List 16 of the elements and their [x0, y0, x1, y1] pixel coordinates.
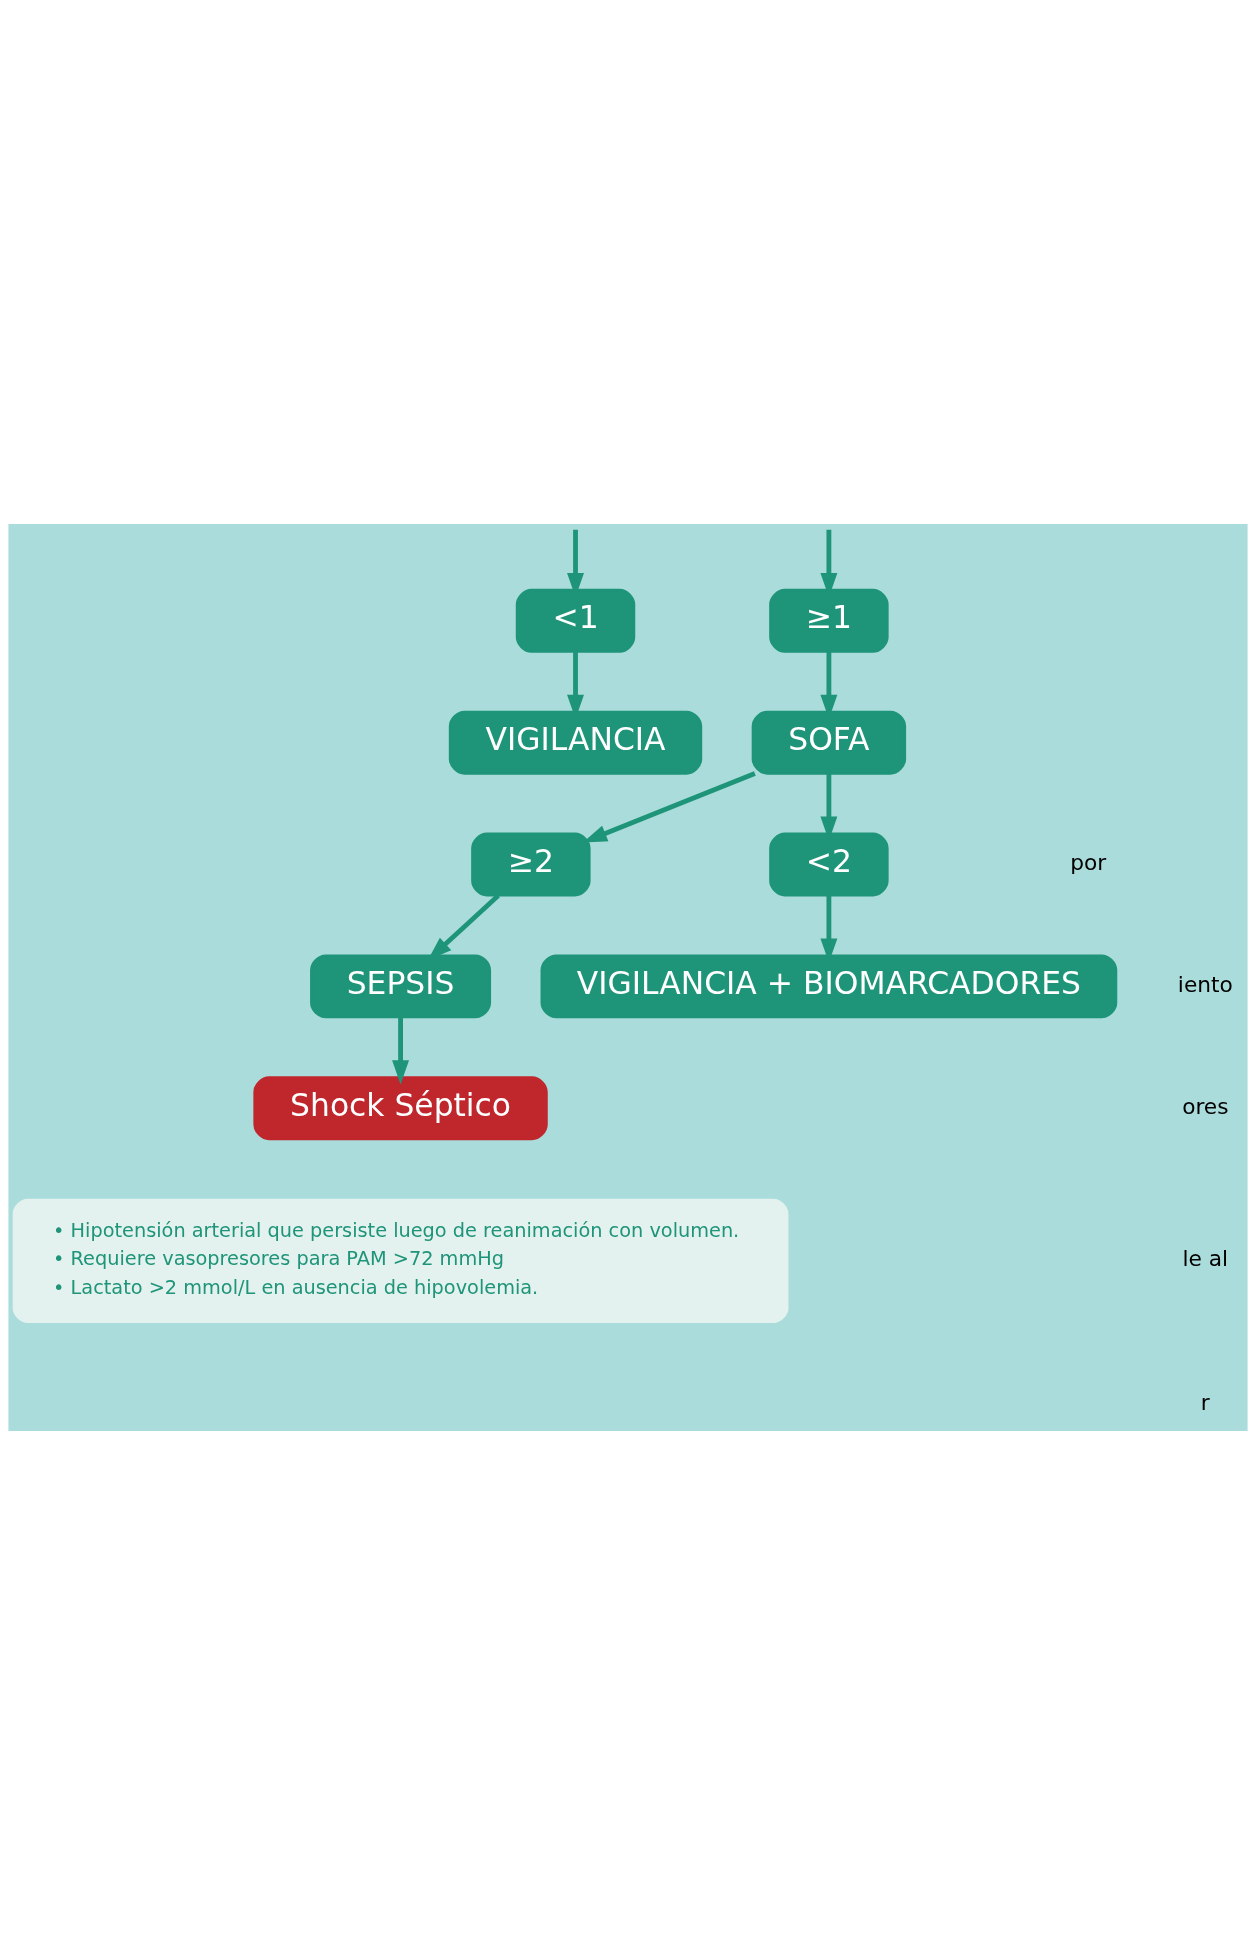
node-box: Shock Séptico — [253, 1075, 548, 1140]
node-box: SOFA — [751, 710, 907, 775]
node-box: <2 — [769, 832, 889, 896]
node-box: ≥1 — [769, 588, 889, 653]
arrow — [392, 1016, 410, 1084]
label: por — [1070, 849, 1107, 875]
label: ores — [1182, 1093, 1229, 1119]
label: le al — [1182, 1245, 1229, 1271]
node-box: <1 — [515, 588, 636, 653]
node-box: ≥2 — [471, 832, 591, 896]
node-box: VIGILANCIA + BIOMARCADORES — [540, 953, 1118, 1018]
label: r — [1200, 1389, 1210, 1415]
node-box: VIGILANCIA — [448, 710, 703, 775]
label: iento — [1177, 971, 1233, 997]
node-box: SEPSIS — [310, 953, 492, 1018]
node-box: • Hipotensión arterial que persiste luego de reanimación con volumen. • Requiere vasopresores para PAM >72 mmHg • Lactato >2 mmol/L en ausencia de hipovolemia. — [12, 1198, 789, 1323]
